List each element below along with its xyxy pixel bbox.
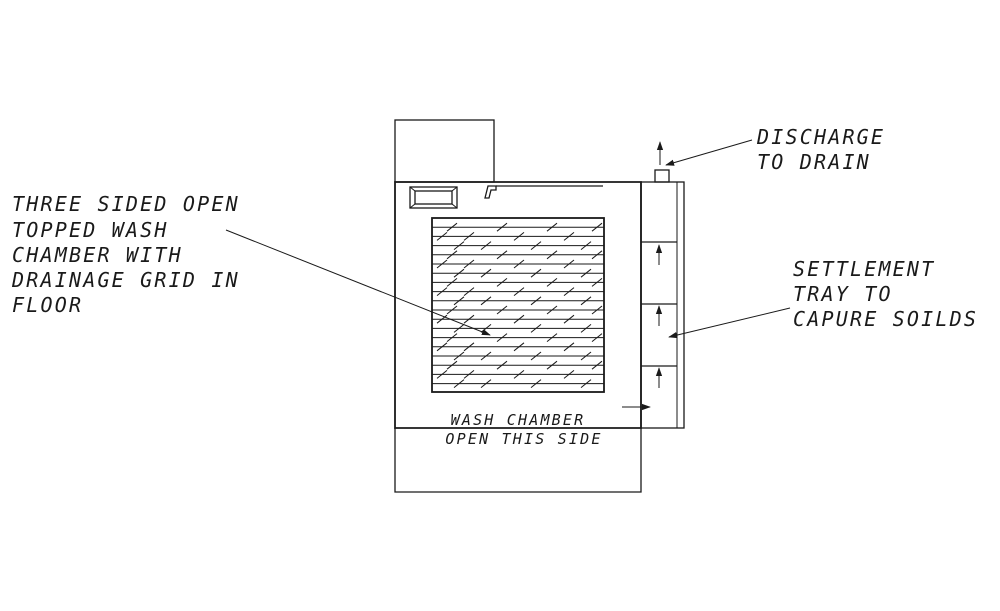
grid-joint xyxy=(436,287,448,296)
grid-joint xyxy=(530,351,542,361)
grid-joint xyxy=(496,305,508,315)
leader-discharge xyxy=(665,139,753,166)
entry-apron xyxy=(394,428,642,493)
label-settlement: SETTLEMENT TRAY TO CAPURE SOILDS xyxy=(793,257,978,331)
grid-joint xyxy=(463,314,475,324)
pump-unit-icon xyxy=(409,186,458,209)
grid-joint xyxy=(463,287,475,296)
discharge-outlet xyxy=(654,141,670,183)
grid-joint xyxy=(463,342,475,352)
grid-joint xyxy=(453,268,465,278)
label-discharge: DISCHARGE TO DRAIN xyxy=(756,125,885,174)
grid-joint xyxy=(496,250,508,260)
pressure-washer-lance-icon xyxy=(484,185,603,199)
label-line: DISCHARGE xyxy=(756,125,885,149)
grid-joint xyxy=(563,370,575,379)
grid-joint xyxy=(580,379,592,388)
grid-joint xyxy=(463,232,475,241)
grid-joint xyxy=(463,370,475,379)
grid-joint xyxy=(580,324,592,333)
grid-joint xyxy=(513,287,525,296)
label-line: TO DRAIN xyxy=(757,150,871,174)
grid-joint xyxy=(453,351,465,361)
grid-joint xyxy=(580,296,592,306)
label-open-side: WASH CHAMBER OPEN THIS SIDE xyxy=(445,411,602,448)
grid-joint xyxy=(580,268,592,278)
grid-joint xyxy=(591,222,603,232)
grid-joint xyxy=(546,360,558,370)
label-wash-chamber: THREE SIDED OPEN TOPPED WASH CHAMBER WIT… xyxy=(11,192,240,317)
label-line: TRAY TO xyxy=(793,282,893,306)
grid-joint xyxy=(580,351,592,361)
label-line: OPEN THIS SIDE xyxy=(445,430,602,448)
grid-joint xyxy=(446,305,458,315)
grid-joint xyxy=(436,259,448,269)
grid-joint xyxy=(480,379,492,388)
label-line: WASH CHAMBER xyxy=(451,411,586,429)
grid-joint xyxy=(453,379,465,388)
grid-joint xyxy=(513,259,525,269)
grid-joint xyxy=(453,241,465,250)
grid-joint xyxy=(446,278,458,287)
grid-joint xyxy=(591,278,603,287)
leader-wash-chamber xyxy=(225,229,491,336)
grid-joint xyxy=(546,250,558,260)
grid-joint xyxy=(513,232,525,241)
label-line: FLOOR xyxy=(12,293,83,317)
grid-joint xyxy=(563,314,575,324)
grid-joint xyxy=(546,222,558,232)
grid-joint xyxy=(436,370,448,379)
label-line: TOPPED WASH xyxy=(12,218,169,242)
grid-joint xyxy=(436,314,448,324)
grid-joint xyxy=(591,250,603,260)
grid-joint xyxy=(563,232,575,241)
grid-joint xyxy=(530,241,542,250)
grid-joint xyxy=(446,250,458,260)
grid-joint xyxy=(591,333,603,342)
grid-joint xyxy=(453,296,465,306)
label-line: SETTLEMENT xyxy=(793,257,935,281)
label-line: CAPURE SOILDS xyxy=(793,307,978,331)
grid-joint xyxy=(580,241,592,250)
grid-joint xyxy=(480,268,492,278)
grid-joint xyxy=(563,342,575,352)
grid-joint xyxy=(446,333,458,342)
grid-joint xyxy=(496,360,508,370)
grid-joint xyxy=(436,232,448,241)
grid-joint xyxy=(446,360,458,370)
grid-joint xyxy=(546,305,558,315)
grid-joint xyxy=(591,305,603,315)
grid-joint xyxy=(453,324,465,333)
grid-joint xyxy=(530,379,542,388)
grid-joint xyxy=(530,268,542,278)
grid-joint xyxy=(463,259,475,269)
leader-settlement xyxy=(668,307,791,339)
grid-joint xyxy=(513,370,525,379)
plant-room-outline xyxy=(394,119,495,183)
grid-joint xyxy=(496,333,508,342)
grid-joint xyxy=(546,278,558,287)
grid-joint xyxy=(591,360,603,370)
grid-joint xyxy=(563,287,575,296)
grid-joint xyxy=(513,314,525,324)
grid-joint xyxy=(530,324,542,333)
grid-joint xyxy=(530,296,542,306)
label-line: CHAMBER WITH xyxy=(12,243,183,267)
grid-joint xyxy=(496,222,508,232)
settlement-tray xyxy=(640,181,685,429)
grid-joint xyxy=(480,351,492,361)
grid-joint xyxy=(436,342,448,352)
grid-joint xyxy=(480,241,492,250)
grid-joint xyxy=(480,296,492,306)
grid-joint xyxy=(513,342,525,352)
grid-joint xyxy=(496,278,508,287)
drainage-grid xyxy=(431,217,605,393)
grid-joint xyxy=(563,259,575,269)
label-line: DRAINAGE GRID IN xyxy=(11,268,240,292)
grid-joint xyxy=(546,333,558,342)
label-line: THREE SIDED OPEN xyxy=(12,192,240,216)
grid-joint xyxy=(446,222,458,232)
